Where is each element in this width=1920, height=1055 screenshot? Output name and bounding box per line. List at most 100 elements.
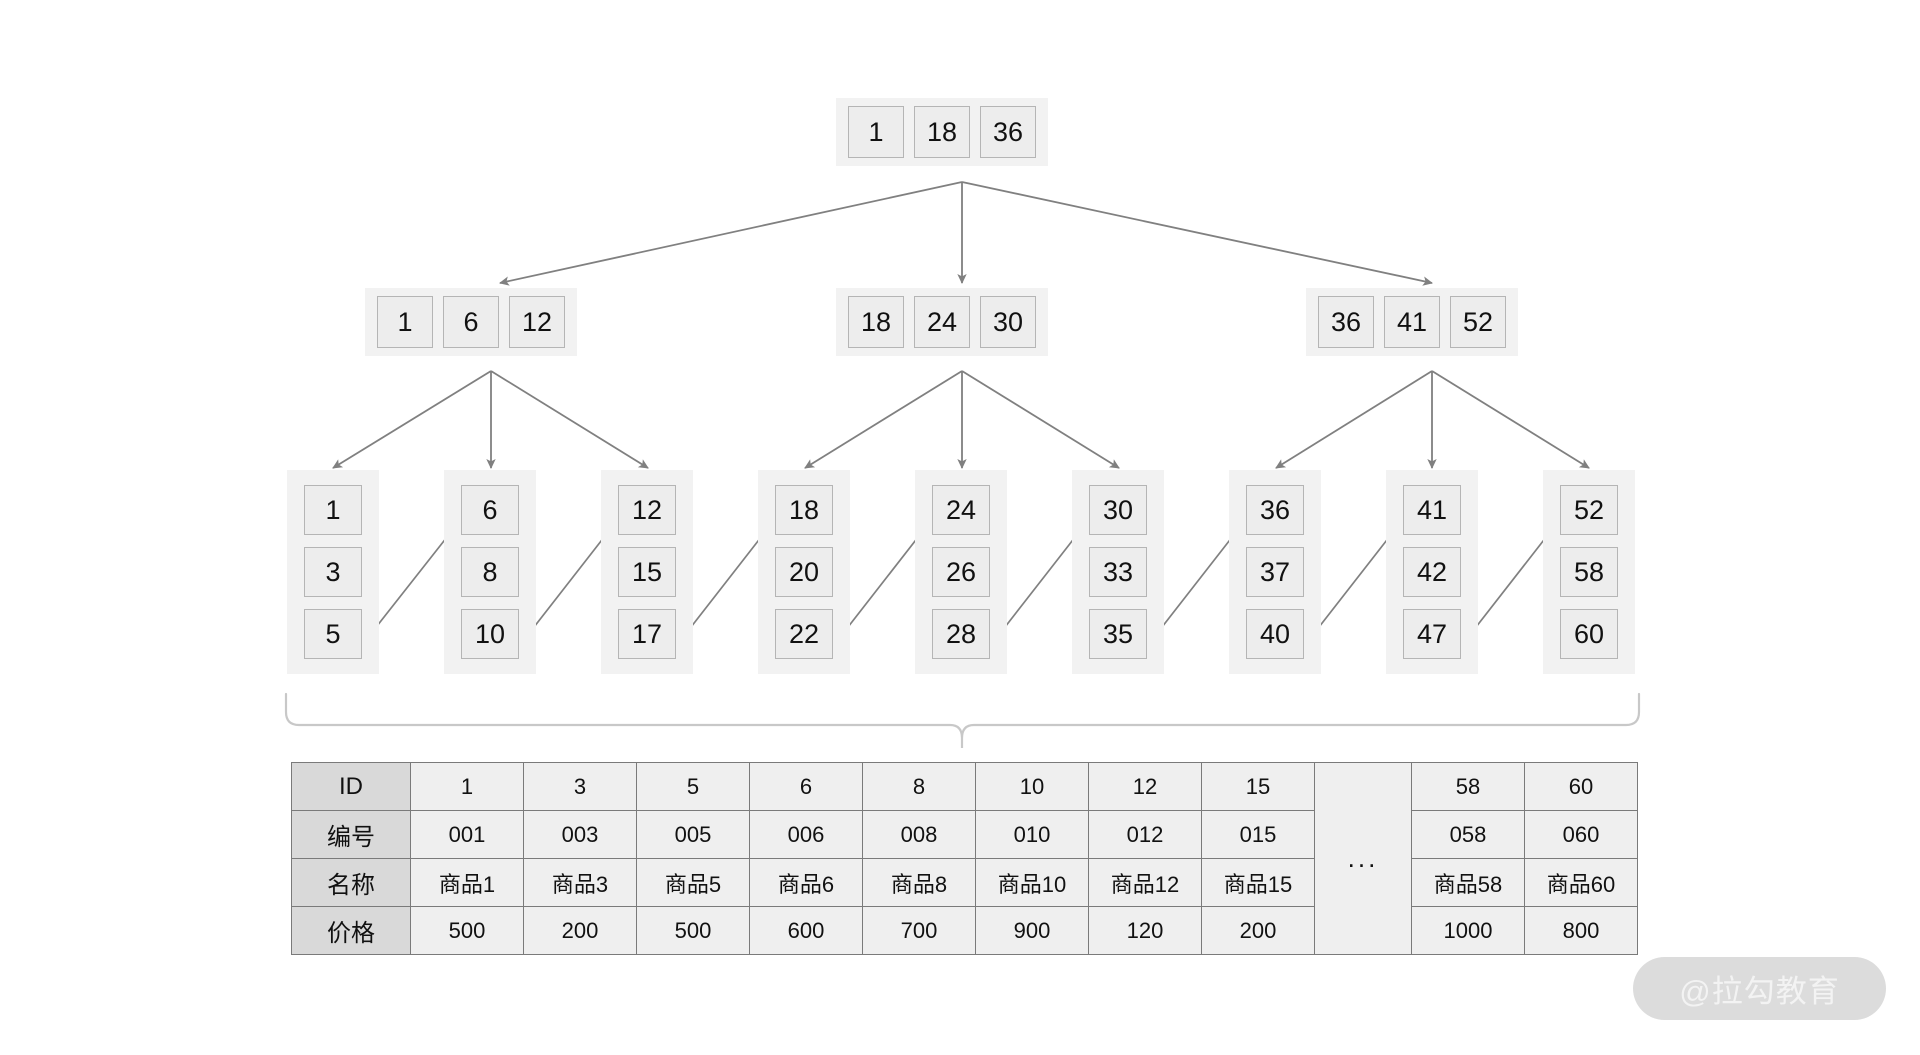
- table-cell-id[interactable]: 12: [1088, 762, 1202, 811]
- btree-internal-node-2: 18 24 30: [836, 288, 1048, 356]
- table-cell-id[interactable]: 60: [1524, 762, 1638, 811]
- leaf1-key-cell[interactable]: 1: [304, 485, 362, 535]
- leaf4-key-cell[interactable]: 20: [775, 547, 833, 597]
- leaf9-key-cell[interactable]: 60: [1560, 609, 1618, 659]
- arrow-root-to-internal-1: [499, 181, 963, 286]
- leaf5-key-cell[interactable]: 28: [932, 609, 990, 659]
- table-cell-id[interactable]: 5: [636, 762, 750, 811]
- btree-leaf-node-6: 30 33 35: [1072, 470, 1164, 674]
- table-row-id: ID 1 3 5 6 8 10 12 15 ... 58 60: [291, 762, 1638, 955]
- table-cell-id[interactable]: 10: [975, 762, 1089, 811]
- table-cell-code[interactable]: 003: [523, 810, 637, 859]
- table-cell-price[interactable]: 800: [1524, 906, 1638, 955]
- leaf2-key-cell[interactable]: 8: [461, 547, 519, 597]
- table-cell-id[interactable]: 58: [1411, 762, 1525, 811]
- leaf9-key-cell[interactable]: 52: [1560, 485, 1618, 535]
- table-cell-price[interactable]: 500: [410, 906, 524, 955]
- leaf1-key-cell[interactable]: 5: [304, 609, 362, 659]
- arrow-internal3-to-leaf9: [1431, 370, 1590, 469]
- table-cell-price[interactable]: 900: [975, 906, 1089, 955]
- leaf3-key-cell[interactable]: 12: [618, 485, 676, 535]
- btree-leaf-node-1: 1 3 5: [287, 470, 379, 674]
- table-cell-name[interactable]: 商品6: [749, 858, 863, 907]
- table-cell-price[interactable]: 500: [636, 906, 750, 955]
- btree-internal-node-1: 1 6 12: [365, 288, 577, 356]
- arrow-internal2-to-leaf4: [804, 370, 963, 469]
- table-cell-name[interactable]: 商品10: [975, 858, 1089, 907]
- table-cell-code[interactable]: 015: [1201, 810, 1315, 859]
- leaf6-key-cell[interactable]: 33: [1089, 547, 1147, 597]
- table-cell-id[interactable]: 1: [410, 762, 524, 811]
- btree-leaf-node-8: 41 42 47: [1386, 470, 1478, 674]
- table-cell-code[interactable]: 012: [1088, 810, 1202, 859]
- internal1-key-cell[interactable]: 12: [509, 296, 565, 348]
- root-key-cell[interactable]: 36: [980, 106, 1036, 158]
- row-header-id: ID: [291, 762, 411, 811]
- btree-root-node: 1 18 36: [836, 98, 1048, 166]
- table-cell-price[interactable]: 120: [1088, 906, 1202, 955]
- table-cell-id[interactable]: 6: [749, 762, 863, 811]
- table-cell-code[interactable]: 008: [862, 810, 976, 859]
- leaf4-key-cell[interactable]: 18: [775, 485, 833, 535]
- table-cell-price[interactable]: 1000: [1411, 906, 1525, 955]
- table-cell-code[interactable]: 010: [975, 810, 1089, 859]
- root-key-cell[interactable]: 18: [914, 106, 970, 158]
- arrow-internal1-to-leaf1: [332, 370, 492, 469]
- table-cell-name[interactable]: 商品8: [862, 858, 976, 907]
- table-cell-name[interactable]: 商品3: [523, 858, 637, 907]
- table-cell-name[interactable]: 商品58: [1411, 858, 1525, 907]
- leaf8-key-cell[interactable]: 47: [1403, 609, 1461, 659]
- internal3-key-cell[interactable]: 41: [1384, 296, 1440, 348]
- btree-leaf-node-9: 52 58 60: [1543, 470, 1635, 674]
- table-cell-id[interactable]: 3: [523, 762, 637, 811]
- internal2-key-cell[interactable]: 18: [848, 296, 904, 348]
- table-cell-name[interactable]: 商品5: [636, 858, 750, 907]
- leaf7-key-cell[interactable]: 36: [1246, 485, 1304, 535]
- internal1-key-cell[interactable]: 6: [443, 296, 499, 348]
- leaf7-key-cell[interactable]: 40: [1246, 609, 1304, 659]
- table-cell-name[interactable]: 商品15: [1201, 858, 1315, 907]
- root-key-cell[interactable]: 1: [848, 106, 904, 158]
- leaf3-key-cell[interactable]: 15: [618, 547, 676, 597]
- table-cell-code[interactable]: 006: [749, 810, 863, 859]
- leaf8-key-cell[interactable]: 42: [1403, 547, 1461, 597]
- internal2-key-cell[interactable]: 30: [980, 296, 1036, 348]
- table-cell-code[interactable]: 005: [636, 810, 750, 859]
- internal2-key-cell[interactable]: 24: [914, 296, 970, 348]
- leaf2-key-cell[interactable]: 10: [461, 609, 519, 659]
- leaf4-key-cell[interactable]: 22: [775, 609, 833, 659]
- table-cell-name[interactable]: 商品60: [1524, 858, 1638, 907]
- leaf1-key-cell[interactable]: 3: [304, 547, 362, 597]
- leaf6-key-cell[interactable]: 30: [1089, 485, 1147, 535]
- internal1-key-cell[interactable]: 1: [377, 296, 433, 348]
- row-header-code: 编号: [291, 810, 411, 859]
- btree-leaf-node-4: 18 20 22: [758, 470, 850, 674]
- leaf2-key-cell[interactable]: 6: [461, 485, 519, 535]
- table-cell-price[interactable]: 200: [1201, 906, 1315, 955]
- leaf8-key-cell[interactable]: 41: [1403, 485, 1461, 535]
- table-cell-code[interactable]: 058: [1411, 810, 1525, 859]
- table-row-name: 名称 商品1 商品3 商品5 商品6 商品8 商品10 商品12 商品15 商品…: [291, 858, 1638, 907]
- leaf6-key-cell[interactable]: 35: [1089, 609, 1147, 659]
- table-cell-name[interactable]: 商品1: [410, 858, 524, 907]
- internal3-key-cell[interactable]: 36: [1318, 296, 1374, 348]
- table-cell-id[interactable]: 8: [862, 762, 976, 811]
- table-row-code: 编号 001 003 005 006 008 010 012 015 058 0…: [291, 810, 1638, 859]
- leaf5-key-cell[interactable]: 24: [932, 485, 990, 535]
- leaf7-key-cell[interactable]: 37: [1246, 547, 1304, 597]
- leaf9-key-cell[interactable]: 58: [1560, 547, 1618, 597]
- leaf3-key-cell[interactable]: 17: [618, 609, 676, 659]
- table-cell-name[interactable]: 商品12: [1088, 858, 1202, 907]
- btree-leaf-node-5: 24 26 28: [915, 470, 1007, 674]
- table-cell-code[interactable]: 060: [1524, 810, 1638, 859]
- table-cell-price[interactable]: 600: [749, 906, 863, 955]
- internal3-key-cell[interactable]: 52: [1450, 296, 1506, 348]
- table-cell-id[interactable]: 15: [1201, 762, 1315, 811]
- record-data-table: ID 1 3 5 6 8 10 12 15 ... 58 60 编号 001 0…: [291, 762, 1638, 955]
- row-header-name: 名称: [291, 858, 411, 907]
- table-cell-code[interactable]: 001: [410, 810, 524, 859]
- table-cell-price[interactable]: 700: [862, 906, 976, 955]
- leaf5-key-cell[interactable]: 26: [932, 547, 990, 597]
- table-cell-price[interactable]: 200: [523, 906, 637, 955]
- btree-internal-node-3: 36 41 52: [1306, 288, 1518, 356]
